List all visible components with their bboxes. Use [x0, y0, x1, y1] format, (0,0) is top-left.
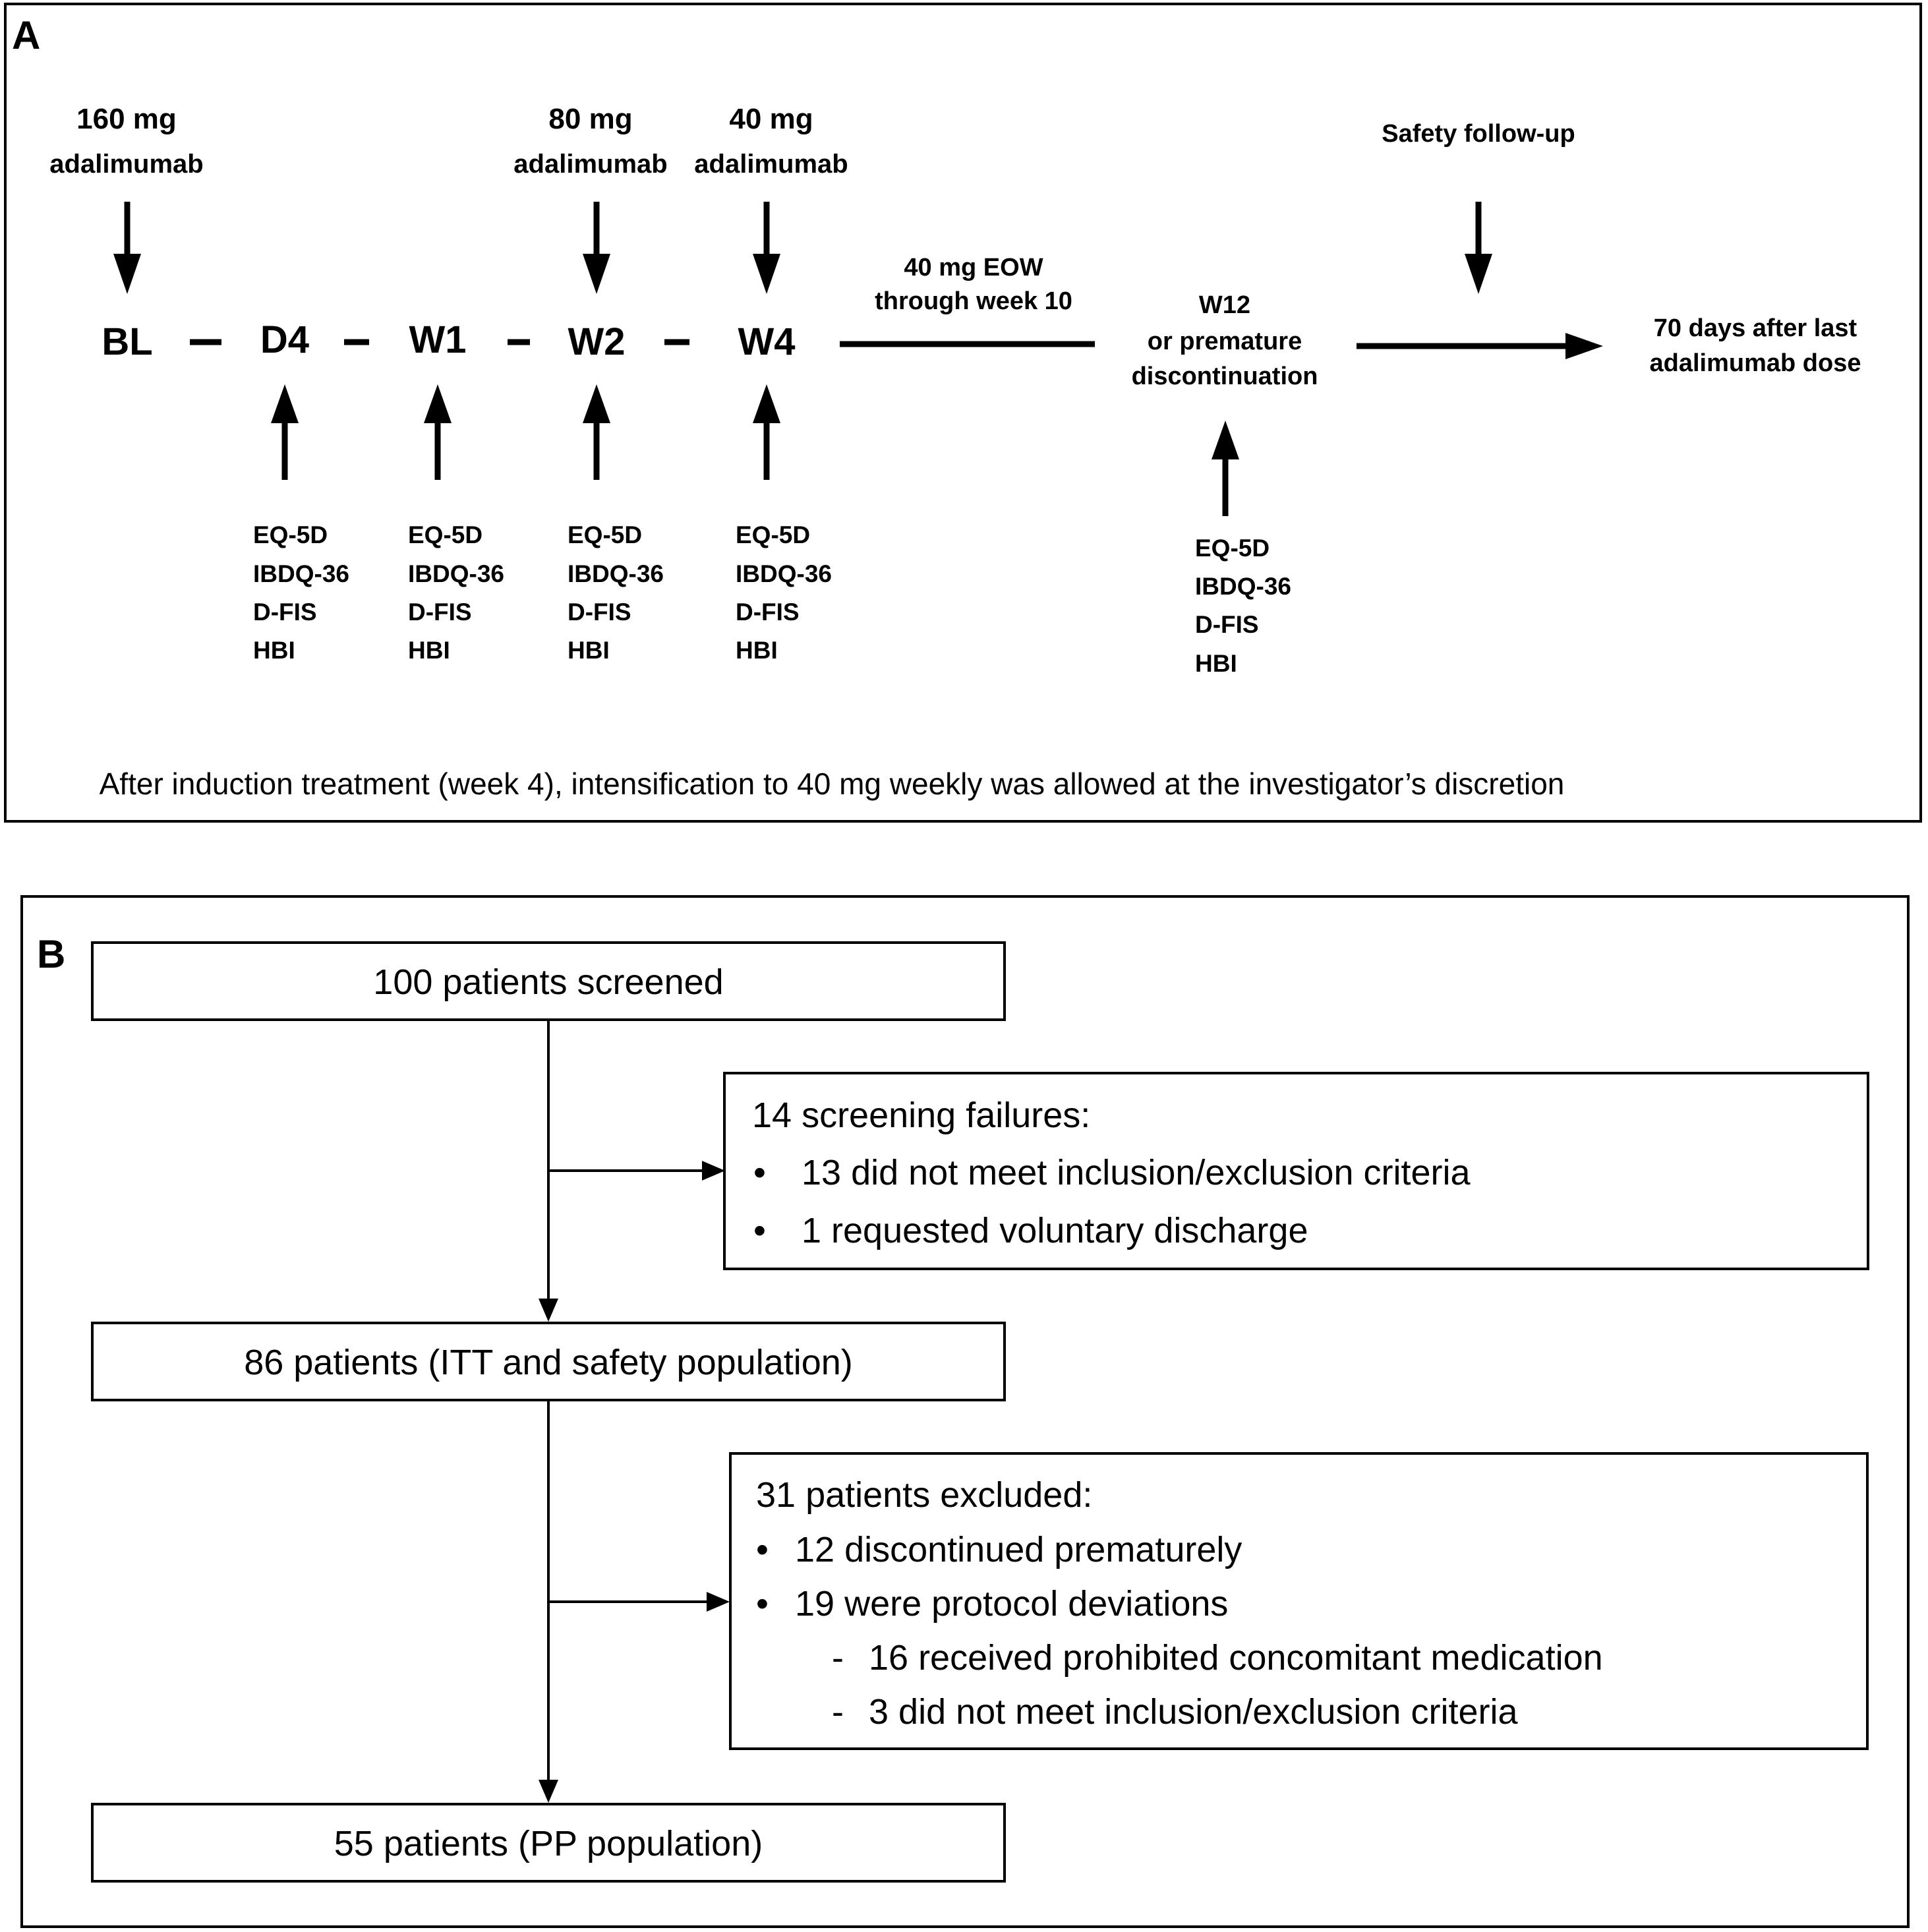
bullet-icon: •	[753, 1211, 766, 1250]
assessment-dfis: D-FIS	[568, 599, 631, 626]
dose-80mg-drug: adalimumab	[513, 150, 667, 179]
screening-failure-item: 13 did not meet inclusion/exclusion crit…	[802, 1153, 1471, 1192]
assessment-ibdq36: IBDQ-36	[1195, 573, 1291, 600]
bullet-icon: •	[756, 1530, 769, 1569]
assessment-hbi: HBI	[1195, 650, 1237, 677]
dash-icon: -	[832, 1638, 844, 1678]
assessment-list-w4: EQ-5D IBDQ-36 D-FIS HBI	[736, 521, 832, 664]
end-label-line2: adalimumab dose	[1650, 349, 1861, 377]
eow-label-line2: through week 10	[875, 287, 1072, 315]
assessment-dfis: D-FIS	[408, 599, 472, 626]
assessment-dfis: D-FIS	[1195, 611, 1259, 638]
screening-failures-box	[723, 1072, 1869, 1270]
assessment-eq5d: EQ-5D	[1195, 535, 1270, 562]
assessment-list-w12: EQ-5D IBDQ-36 D-FIS HBI	[1195, 535, 1291, 677]
flow-arrow-to-screening-failures	[548, 1161, 725, 1181]
timepoint-w1: W1	[409, 318, 467, 361]
excluded-item: 12 discontinued prematurely	[795, 1530, 1242, 1569]
assessment-ibdq36: IBDQ-36	[408, 560, 504, 587]
eow-label-line1: 40 mg EOW	[904, 254, 1043, 281]
w12-label-line1: W12	[1199, 291, 1250, 319]
flow-arrow-to-excluded	[548, 1592, 730, 1612]
bullet-icon: •	[753, 1153, 766, 1192]
assessment-eq5d: EQ-5D	[253, 521, 328, 548]
screened-box	[91, 941, 1006, 1021]
bullet-icon: •	[756, 1584, 769, 1624]
screening-failures-title: 14 screening failures:	[752, 1096, 1090, 1135]
assessment-eq5d: EQ-5D	[736, 521, 810, 548]
panel-a-label: A	[12, 13, 40, 57]
assessment-list-d4: EQ-5D IBDQ-36 D-FIS HBI	[253, 521, 349, 664]
timepoint-d4: D4	[260, 318, 309, 361]
assessment-list-w2: EQ-5D IBDQ-36 D-FIS HBI	[568, 521, 664, 664]
excluded-item: 19 were protocol deviations	[795, 1584, 1228, 1624]
dose-arrow-bl	[113, 202, 141, 294]
excluded-subitem: 3 did not meet inclusion/exclusion crite…	[869, 1692, 1518, 1732]
itt-box	[91, 1322, 1006, 1401]
excluded-box	[729, 1452, 1869, 1750]
timepoint-w2: W2	[568, 320, 626, 363]
dash-icon: -	[832, 1692, 844, 1732]
assessment-ibdq36: IBDQ-36	[253, 560, 349, 587]
dose-80mg-amount: 80 mg	[548, 103, 632, 135]
screening-failure-item: 1 requested voluntary discharge	[802, 1211, 1308, 1250]
safety-followup-label: Safety follow-up	[1382, 120, 1575, 148]
assessment-eq5d: EQ-5D	[408, 521, 482, 548]
assessment-hbi: HBI	[408, 637, 450, 664]
assessment-hbi: HBI	[568, 637, 610, 664]
assessment-dfis: D-FIS	[736, 599, 800, 626]
pp-text: 55 patients (PP population)	[334, 1824, 763, 1863]
timepoint-w4: W4	[738, 320, 796, 363]
assessment-hbi: HBI	[736, 637, 778, 664]
assessment-dfis: D-FIS	[253, 599, 317, 626]
assessment-arrow-w4	[753, 384, 780, 480]
panel-a-border	[4, 3, 1922, 823]
assessment-arrow-d4	[271, 384, 299, 480]
w12-label-line3: discontinuation	[1132, 363, 1318, 390]
safety-followup-arrow	[1465, 202, 1492, 294]
panel-b-border	[20, 895, 1910, 1928]
assessment-ibdq36: IBDQ-36	[736, 560, 832, 587]
pp-box	[91, 1803, 1006, 1883]
dose-arrow-w4	[753, 202, 780, 294]
assessment-eq5d: EQ-5D	[568, 521, 642, 548]
screened-text: 100 patients screened	[373, 962, 723, 1002]
assessment-list-w1: EQ-5D IBDQ-36 D-FIS HBI	[408, 521, 504, 664]
excluded-subitem: 16 received prohibited concomitant medic…	[869, 1638, 1603, 1678]
dose-arrow-w2	[583, 202, 610, 294]
flow-arrow-screened-to-itt	[539, 1021, 558, 1322]
assessment-arrow-w2	[583, 384, 610, 480]
dose-40mg-drug: adalimumab	[694, 150, 848, 179]
w12-label-line2: or premature	[1148, 328, 1302, 355]
dose-160mg-drug: adalimumab	[49, 150, 203, 179]
itt-text: 86 patients (ITT and safety population)	[244, 1343, 853, 1382]
end-label-line1: 70 days after last	[1654, 314, 1857, 342]
intensification-note: After induction treatment (week 4), inte…	[100, 767, 1565, 801]
panel-b-label: B	[37, 932, 65, 976]
excluded-title: 31 patients excluded:	[756, 1475, 1092, 1515]
dose-40mg-amount: 40 mg	[729, 103, 813, 135]
assessment-ibdq36: IBDQ-36	[568, 560, 664, 587]
assessment-hbi: HBI	[253, 637, 295, 664]
assessment-arrow-w1	[424, 384, 452, 480]
timepoint-bl: BL	[102, 320, 152, 363]
flow-arrow-itt-to-pp	[539, 1401, 558, 1803]
assessment-arrow-w12	[1212, 421, 1239, 516]
dose-160mg-amount: 160 mg	[76, 103, 177, 135]
followup-arrow	[1357, 333, 1603, 359]
